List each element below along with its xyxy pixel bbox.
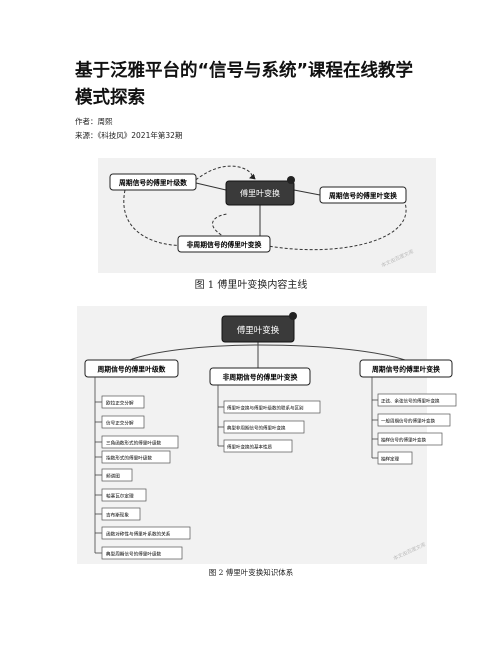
fig2-branch-2-node	[209, 367, 311, 386]
fig2-b1-item-7-label: 吉布斯现象	[106, 512, 129, 519]
fig2-b1-item-3	[101, 435, 179, 449]
fig2-b2-item-1-label: 傅里叶变换与傅里叶级数的联系与区别	[227, 405, 304, 412]
fig2-b1-item-6-label: 帕塞瓦尔定理	[106, 493, 134, 500]
fig2-branch-1-label: 周期信号的傅里叶级数	[98, 365, 166, 374]
fig2-b3-item-3-label: 抽样信号的傅里叶变换	[381, 437, 426, 444]
fig2-branch-1-node	[84, 359, 179, 378]
fig2-b1-item-3-label: 三角函数形式的傅里叶级数	[106, 440, 162, 447]
fig1-dashed-arrow-right	[267, 199, 407, 251]
fig1-dashed-arrow-left	[191, 165, 256, 184]
source-line: 来源：《科技风》2021年第32期	[75, 131, 183, 140]
fig2-branch-3-node	[359, 359, 453, 378]
fig1-bottom-label: 非周期信号的傅里叶变换	[187, 240, 262, 249]
fig2-b2-item-2	[223, 420, 305, 434]
fig2-b1-item-2	[101, 415, 145, 429]
fig2-b3-item-1-label: 正弦、余弦信号的傅里叶变换	[381, 398, 440, 405]
fig2-b2-item-3-label: 傅里叶变换的基本性质	[227, 444, 272, 451]
fig2-root-label: 傅里叶变换	[237, 325, 280, 336]
fig2-b2-item-1	[223, 400, 321, 414]
fig2-root-node	[221, 315, 295, 343]
title-line-1: 基于泛雅平台的“信号与系统”课程在线教学	[75, 61, 414, 81]
fig1-right-node	[319, 186, 407, 204]
fig2-b3-item-3	[377, 432, 443, 446]
fig2-b1-item-7	[101, 507, 141, 521]
author-line: 作者：周熙	[75, 117, 113, 126]
fig2-b1-item-1	[101, 395, 145, 409]
fig2-b1-item-1-label: 欧拉正交分解	[106, 400, 134, 407]
fig1-center-label: 傅里叶变换	[240, 188, 280, 198]
fig2-branch-2-label: 非周期信号的傅里叶变换	[223, 373, 298, 382]
title-line-2: 模式探索	[75, 88, 145, 108]
fig2-b1-item-4	[101, 450, 171, 464]
fig1-center-node	[225, 180, 295, 206]
fig1-bottom-node	[177, 235, 271, 253]
fig2-b1-item-8	[101, 526, 191, 540]
fig2-b1-item-8-label: 函数对称性与傅里叶系数的关系	[106, 531, 171, 538]
fig2-b3-item-1	[377, 393, 457, 407]
fig2-b3-item-2-label: 一般周期信号的傅里叶变换	[381, 418, 435, 425]
fig2-branch-3-items: 正弦、余弦信号的傅里叶变换 一般周期信号的傅里叶变换 抽样信号的傅里叶变换 抽样…	[372, 393, 457, 465]
fig2-b3-item-4-label: 抽样定理	[381, 456, 399, 463]
fig2-branch-2-items: 傅里叶变换与傅里叶级数的联系与区别 典型非周期信号的傅里叶变换 傅里叶变换的基本…	[218, 400, 321, 453]
fig2-branch-1-items: 欧拉正交分解 信号正交分解 三角函数形式的傅里叶级数 指数形式的傅里叶级数 频谱…	[95, 395, 191, 560]
fig2-b1-item-9	[101, 546, 183, 560]
fig2-root-badge	[289, 312, 297, 320]
fig2-b1-item-6	[101, 488, 147, 502]
fig2-b2-item-2-label: 典型非周期信号的傅里叶变换	[227, 425, 286, 432]
figure-1-caption: 图 1 傅里叶变换内容主线	[194, 280, 308, 291]
fig1-right-label: 周期信号的傅里叶变换	[329, 191, 397, 200]
fig2-b3-item-4	[377, 451, 413, 465]
fig1-left-node	[109, 173, 197, 191]
figure-2-caption: 图 2 傅里叶变换知识体系	[208, 568, 294, 577]
fig2-b1-item-5	[101, 468, 133, 482]
fig2-b1-item-2-label: 信号正交分解	[106, 420, 134, 427]
fig2-b1-item-4-label: 指数形式的傅里叶级数	[106, 455, 152, 462]
fig2-b1-item-9-label: 典型周期信号的傅里叶级数	[106, 551, 162, 558]
fig1-center-badge	[287, 176, 295, 184]
fig2-b2-item-3	[223, 439, 293, 453]
fig1-left-label: 周期信号的傅里叶级数	[119, 178, 187, 187]
fig2-branch-3-label: 周期信号的傅里叶变换	[372, 365, 440, 374]
fig2-b1-item-5-label: 频谱图	[106, 473, 120, 480]
article-title: 基于泛雅平台的“信号与系统”课程在线教学 模式探索	[75, 58, 435, 112]
fig1-dashed-arrow-left-down	[123, 189, 199, 248]
fig2-b3-item-2	[377, 413, 451, 427]
